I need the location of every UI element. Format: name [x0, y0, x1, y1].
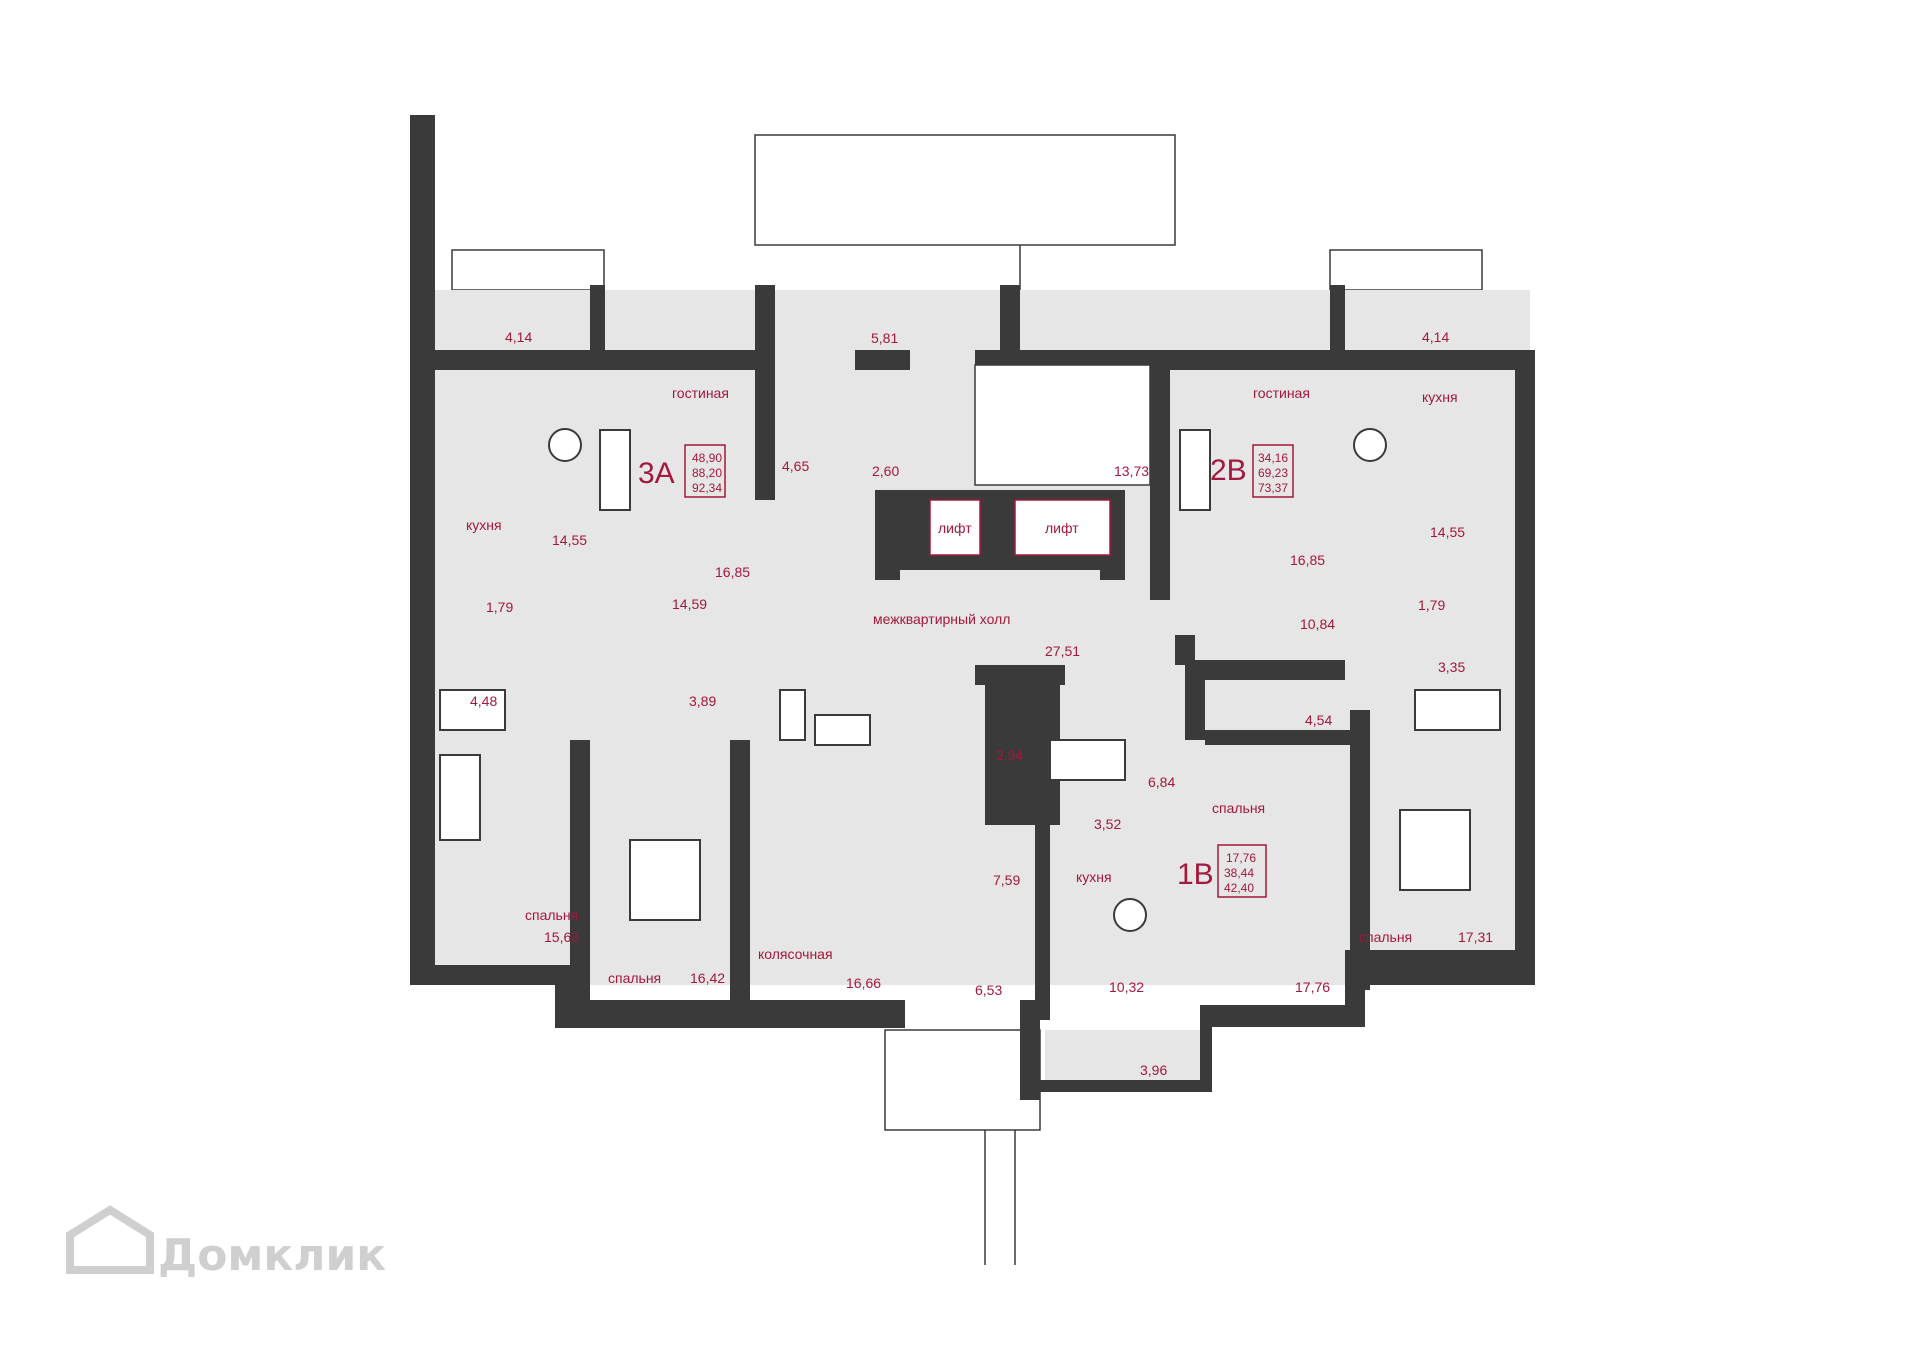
living-area: 16,85: [1290, 552, 1325, 568]
bath-area: 4,48: [470, 693, 497, 709]
watermark-logo: Домклик: [66, 1205, 386, 1281]
bath-area: 3,35: [1438, 659, 1465, 675]
living-area: 16,85: [715, 564, 750, 580]
stroller-room-label: колясочная: [758, 946, 833, 962]
common-wc-area: 2,94: [996, 747, 1023, 763]
closet-area: 4,54: [1305, 712, 1332, 728]
tambour-area: 5,81: [871, 330, 898, 346]
hall-area: 27,51: [1045, 643, 1080, 659]
apartment-area-living: 48,90: [692, 451, 722, 465]
bedroom-1-area: 15,63: [544, 929, 579, 945]
tambour-2-area: 4,65: [782, 458, 809, 474]
apartment-area-living: 17,76: [1226, 851, 1256, 865]
stairs-area: 13,73: [1114, 463, 1149, 479]
apartment-number: 2В: [1210, 454, 1247, 487]
closet-area: 3,89: [689, 693, 716, 709]
bedroom-area: 17,76: [1295, 979, 1330, 995]
room-name-bedroom-2: спальня: [608, 970, 661, 986]
common-areas: 5,81 4,65 2,60 13,73 лифт лифт межкварти…: [758, 330, 1149, 998]
room-name-kitchen: кухня: [1076, 869, 1112, 885]
kitchen-area: 14,55: [1430, 524, 1465, 540]
wc-area: 1,79: [1418, 597, 1445, 613]
apartment-3a: 3A 48,90 88,20 92,34 4,14 гостиная кухня…: [466, 329, 750, 986]
apartment-area-living: 34,16: [1258, 451, 1288, 465]
room-name-kitchen: кухня: [1422, 389, 1458, 405]
apartment-area-total: 38,44: [1224, 866, 1254, 880]
furniture: [439, 428, 1501, 932]
kitchen-area: 14,55: [552, 532, 587, 548]
tech-room-area: 2,60: [872, 463, 899, 479]
hall-area: 10,84: [1300, 616, 1335, 632]
elevator-label-2: лифт: [1045, 520, 1079, 536]
apartment-area-full: 42,40: [1224, 881, 1254, 895]
room-name-bedroom: спальня: [1212, 800, 1265, 816]
apartment-area-full: 92,34: [692, 481, 722, 495]
apartment-number: 1В: [1177, 858, 1214, 891]
room-name-bedroom: спальня: [1359, 929, 1412, 945]
vestibule-area: 7,59: [993, 872, 1020, 888]
balcony-area: 4,14: [1422, 329, 1449, 345]
apartment-area-full: 73,37: [1258, 481, 1288, 495]
bedroom-2-area: 16,42: [690, 970, 725, 986]
vestibule-2-area: 6,53: [975, 982, 1002, 998]
room-name-kitchen: кухня: [466, 517, 502, 533]
apartment-badge-3a: [684, 444, 726, 498]
room-name-bedroom-1: спальня: [525, 907, 578, 923]
staircase: [974, 364, 1151, 486]
kitchen-area: 10,32: [1109, 979, 1144, 995]
watermark-text: Домклик: [158, 1230, 386, 1281]
apartment-2b: 2В 34,16 69,23 73,37 4,14 гостиная кухня…: [1210, 329, 1493, 945]
apartment-1b: 1В 17,76 38,44 42,40 спальня кухня 10,32…: [1076, 774, 1330, 1078]
room-name-living: гостиная: [672, 385, 729, 401]
wc-area: 1,79: [486, 599, 513, 615]
apartment-badge-1b: [1217, 844, 1267, 898]
apartment-area-total: 69,23: [1258, 466, 1288, 480]
bedroom-area: 17,31: [1458, 929, 1493, 945]
apartment-area-total: 88,20: [692, 466, 722, 480]
elevators: [929, 499, 1111, 556]
hall-area: 6,84: [1148, 774, 1175, 790]
balcony-area: 3,96: [1140, 1062, 1167, 1078]
hall-label: межквартирный холл: [873, 611, 1010, 627]
bath-area: 3,52: [1094, 816, 1121, 832]
balcony-area: 4,14: [505, 329, 532, 345]
hall-area: 14,59: [672, 596, 707, 612]
stroller-room-area: 16,66: [846, 975, 881, 991]
apartment-badge-2b: [1252, 444, 1294, 498]
room-name-living: гостиная: [1253, 385, 1310, 401]
apartment-number: 3A: [638, 457, 675, 490]
elevator-label-1: лифт: [938, 520, 972, 536]
